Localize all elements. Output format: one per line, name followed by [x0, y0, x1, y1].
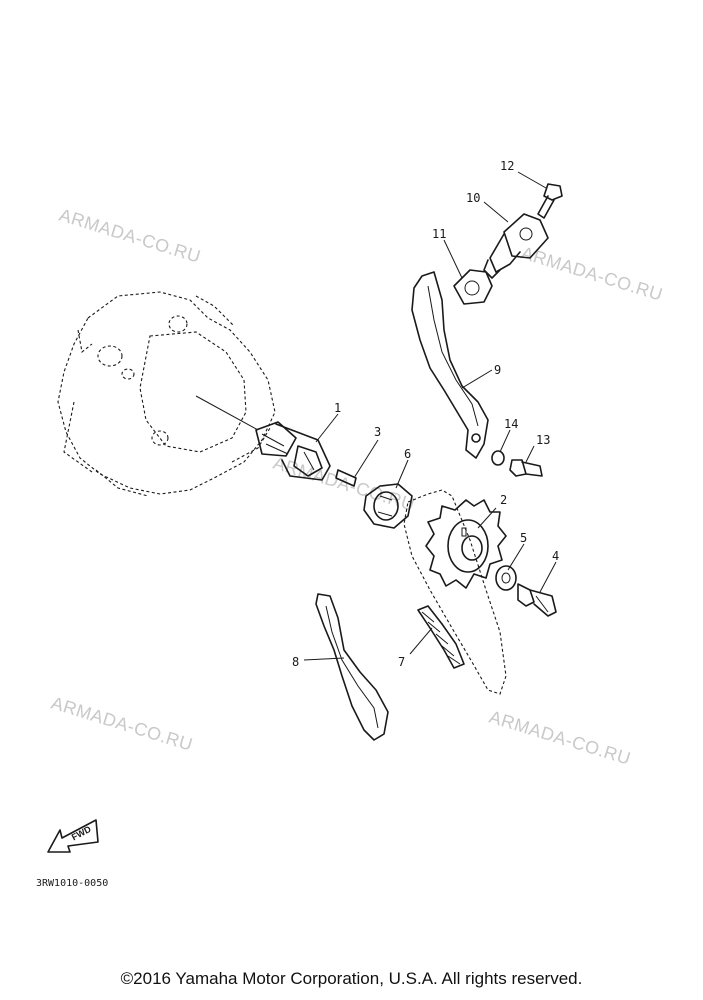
callout-7: 7: [398, 655, 405, 669]
callout-10: 10: [466, 191, 480, 205]
copyright-notice: ©2016 Yamaha Motor Corporation, U.S.A. A…: [120, 969, 583, 988]
callout-leaders: [303, 171, 557, 661]
callout-6: 6: [404, 447, 411, 461]
dowel-pin: [335, 469, 357, 487]
washer: [495, 565, 517, 591]
guide-bolt: [509, 459, 543, 477]
callout-9: 9: [494, 363, 501, 377]
callout-2: 2: [500, 493, 507, 507]
decompressor-lever: [363, 483, 413, 529]
diagram-code: 3RW1010-0050: [36, 878, 108, 889]
forward-arrow-icon: [47, 819, 99, 853]
camshaft: [255, 421, 331, 481]
sprocket-bolt: [517, 583, 557, 617]
tensioner-guide: [411, 271, 489, 459]
callout-13: 13: [536, 433, 550, 447]
tensioner-gasket: [453, 269, 493, 305]
callout-4: 4: [552, 549, 559, 563]
callout-14: 14: [504, 417, 518, 431]
callout-12: 12: [500, 159, 514, 173]
callout-8: 8: [292, 655, 299, 669]
callout-numbers: 1 2 3 4 5 6 7 8 9 10 11 12 13 14: [292, 159, 559, 669]
watermark: ARMADA-CO.RU: [57, 205, 203, 267]
watermark: ARMADA-CO.RU: [487, 707, 633, 769]
callout-5: 5: [520, 531, 527, 545]
watermark: ARMADA-CO.RU: [49, 693, 195, 755]
cylinder-head-outline: [57, 291, 276, 497]
guide-washer: [491, 450, 505, 466]
cam-sprocket: [425, 499, 507, 589]
timing-chain: [417, 605, 465, 669]
callout-1: 1: [334, 401, 341, 415]
tensioner-bolt: [537, 183, 563, 219]
fwd-label: FWD: [70, 824, 93, 843]
chain-tensioner: [483, 213, 549, 279]
centre-line: [195, 395, 259, 431]
callout-3: 3: [374, 425, 381, 439]
watermark: ARMADA-CO.RU: [519, 243, 665, 305]
callout-11: 11: [432, 227, 446, 241]
cam-chain-loop: [403, 489, 507, 695]
chain-guide: [315, 593, 389, 741]
